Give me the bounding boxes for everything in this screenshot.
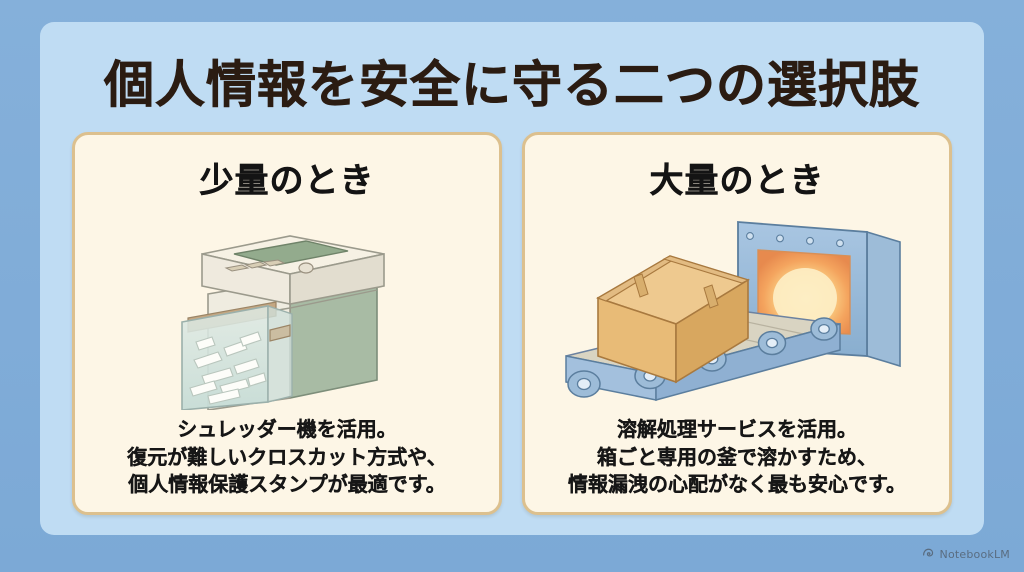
caption-line: 個人情報保護スタンプが最適です。 bbox=[128, 472, 446, 497]
card-container: 少量のとき bbox=[72, 132, 952, 515]
page-title: 個人情報を安全に守る二つの選択肢 bbox=[104, 56, 920, 114]
card-heading-small-volume: 少量のとき bbox=[199, 161, 375, 201]
caption-line: 溶解処理サービスを活用。 bbox=[617, 417, 857, 441]
card-small-volume[interactable]: 少量のとき bbox=[72, 132, 502, 515]
slide-panel: 個人情報を安全に守る二つの選択肢 少量のとき bbox=[40, 22, 984, 535]
watermark: NotebookLM bbox=[922, 546, 1010, 562]
caption-line: シュレッダー機を活用。 bbox=[177, 417, 397, 441]
card-heading-large-volume: 大量のとき bbox=[649, 161, 825, 201]
watermark-label: NotebookLM bbox=[939, 547, 1010, 561]
paper-shredder-icon bbox=[75, 206, 499, 414]
caption-line: 情報漏洩の心配がなく最も安心です。 bbox=[568, 472, 906, 497]
card-large-volume[interactable]: 大量のとき bbox=[522, 132, 952, 515]
card-caption-small-volume: シュレッダー機を活用。 復元が難しいクロスカット方式や、 個人情報保護スタンプが… bbox=[127, 416, 447, 499]
conveyor-furnace-icon bbox=[525, 206, 949, 414]
card-caption-large-volume: 溶解処理サービスを活用。 箱ごと専用の釜で溶かすため、 情報漏洩の心配がなく最も… bbox=[568, 416, 906, 499]
notebooklm-logo-icon bbox=[922, 546, 935, 562]
caption-line: 箱ごと専用の釜で溶かすため、 bbox=[597, 444, 877, 469]
caption-line: 復元が難しいクロスカット方式や、 bbox=[127, 444, 447, 469]
